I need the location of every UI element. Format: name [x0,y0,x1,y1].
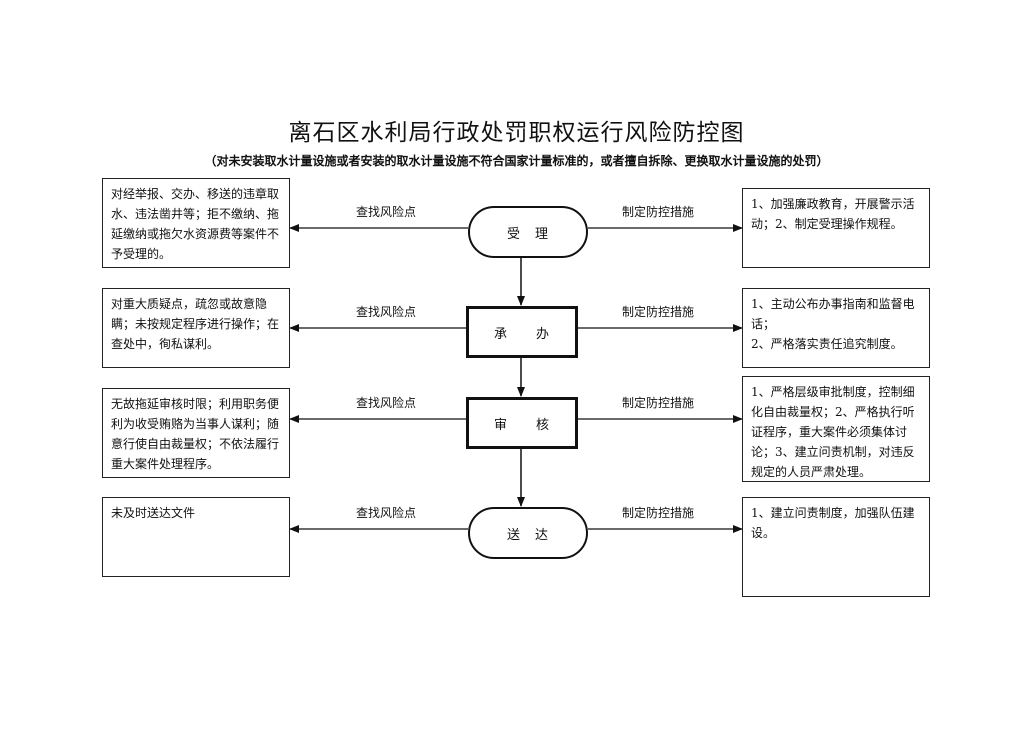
step-review: 审 核 [466,397,578,449]
risk-box-3: 无故拖延审核时限；利用职务便利为收受贿赂为当事人谋利；随意行使自由裁量权；不依法… [102,388,290,478]
measure-box-1: 1、加强廉政教育，开展警示活动；2、制定受理操作规程。 [742,188,930,268]
measure-box-3: 1、严格层级审批制度，控制细化自由裁量权；2、严格执行听证程序，重大案件必须集体… [742,376,930,482]
risk-label-1: 查找风险点 [355,205,416,219]
step-accept: 受 理 [468,206,588,258]
step-accept-label: 受 理 [506,226,549,242]
risk-label-2: 查找风险点 [355,305,416,319]
step-handle: 承 办 [466,306,578,358]
measure-label-3: 制定防控措施 [621,396,694,410]
measure-box-2: 1、主动公布办事指南和监督电话； 2、严格落实责任追究制度。 [742,288,930,368]
risk-box-4: 未及时送达文件 [102,497,290,577]
risk-label-3: 查找风险点 [355,396,416,410]
step-deliver: 送 达 [468,507,588,559]
step-deliver-label: 送 达 [506,527,549,543]
measure-label-1: 制定防控措施 [621,205,694,219]
step-review-label: 审 核 [493,417,550,433]
measure-label-4: 制定防控措施 [621,506,694,520]
diagram-subtitle: （对未安装取水计量设施或者安装的取水计量设施不符合国家计量标准的，或者擅自拆除、… [204,154,829,168]
step-handle-label: 承 办 [493,326,550,342]
diagram-title: 离石区水利局行政处罚职权运行风险防控图 [288,120,745,146]
risk-box-2: 对重大质疑点，疏忽或故意隐瞒；未按规定程序进行操作；在查处中，徇私谋利。 [102,288,290,368]
measure-label-2: 制定防控措施 [621,305,694,319]
measure-box-4: 1、建立问责制度，加强队伍建设。 [742,497,930,597]
risk-label-4: 查找风险点 [355,506,416,520]
risk-box-1: 对经举报、交办、移送的违章取水、违法凿井等；拒不缴纳、拖延缴纳或拖欠水资源费等案… [102,178,290,268]
